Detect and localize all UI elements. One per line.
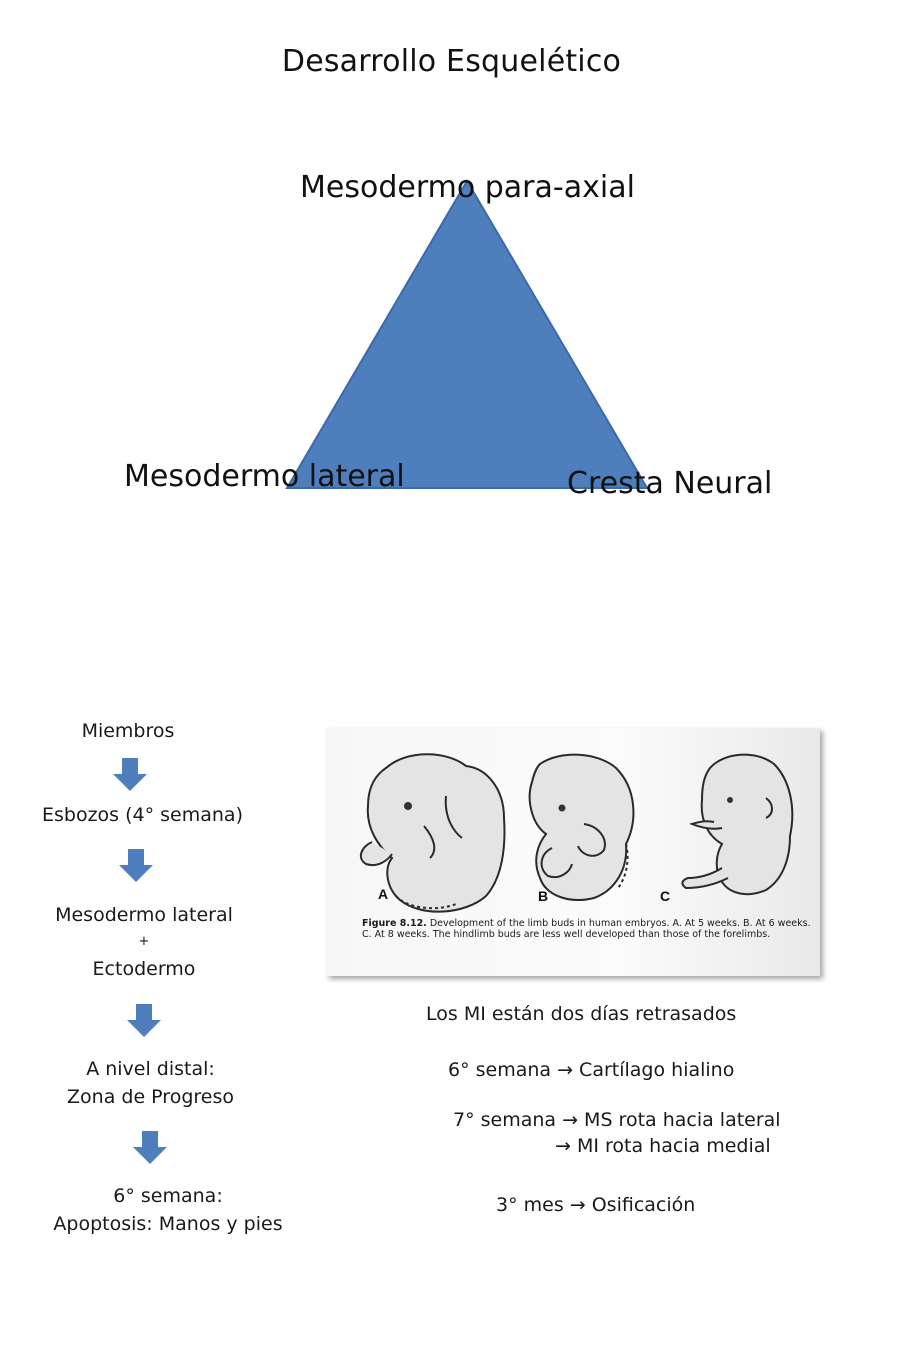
vertex-label-top: Mesodermo para-axial — [300, 170, 635, 205]
figure-caption-text: Development of the limb buds in human em… — [362, 918, 811, 940]
embryo-b — [528, 753, 635, 901]
panel-letter-a: A — [378, 886, 389, 902]
flow-step-distal-level: A nivel distal: — [86, 1058, 215, 1080]
flow-step-lateral-mesoderm: Mesodermo lateral — [55, 904, 233, 926]
page-title: Desarrollo Esquelético — [281, 44, 622, 79]
flow-plus-sign: + — [138, 934, 150, 949]
flow-step-limbs: Miembros — [81, 720, 175, 742]
flow-step-ectoderm: Ectodermo — [92, 958, 196, 980]
vertex-label-bottom-left: Mesodermo lateral — [124, 459, 405, 494]
embryo-limb-bud-figure: A B C Figure 8.12. Development of the li… — [326, 728, 820, 976]
embryo-illustration — [359, 753, 794, 913]
note-month3: 3° mes → Osificación — [496, 1194, 696, 1216]
note-week7: 7° semana → MS rota hacia lateral — [453, 1109, 781, 1131]
flow-step-apoptosis: Apoptosis: Manos y pies — [53, 1213, 283, 1235]
panel-letter-c: C — [660, 888, 671, 904]
triangle-shape — [285, 179, 649, 489]
embryo-a — [366, 753, 506, 913]
down-arrow-icon — [113, 758, 147, 791]
down-arrow-icon — [127, 1004, 161, 1037]
figure-caption: Figure 8.12. Development of the limb bud… — [362, 918, 812, 940]
embryo-c — [700, 753, 794, 896]
note-week6: 6° semana → Cartílago hialino — [448, 1059, 735, 1081]
down-arrow-icon — [133, 1131, 167, 1164]
flow-step-week6: 6° semana: — [113, 1185, 223, 1207]
note-delay: Los MI están dos días retrasados — [426, 1003, 737, 1025]
down-arrow-icon — [119, 849, 153, 882]
figure-caption-label: Figure 8.12. — [362, 918, 427, 929]
note-week7-continued: → MI rota hacia medial — [555, 1135, 771, 1157]
flow-step-progress-zone: Zona de Progreso — [67, 1086, 234, 1108]
vertex-label-bottom-right: Cresta Neural — [567, 466, 773, 501]
embryo-drawings — [359, 753, 794, 913]
flow-step-buds: Esbozos (4° semana) — [41, 804, 243, 826]
panel-letter-b: B — [538, 888, 549, 904]
germ-layer-triangle — [285, 179, 649, 489]
